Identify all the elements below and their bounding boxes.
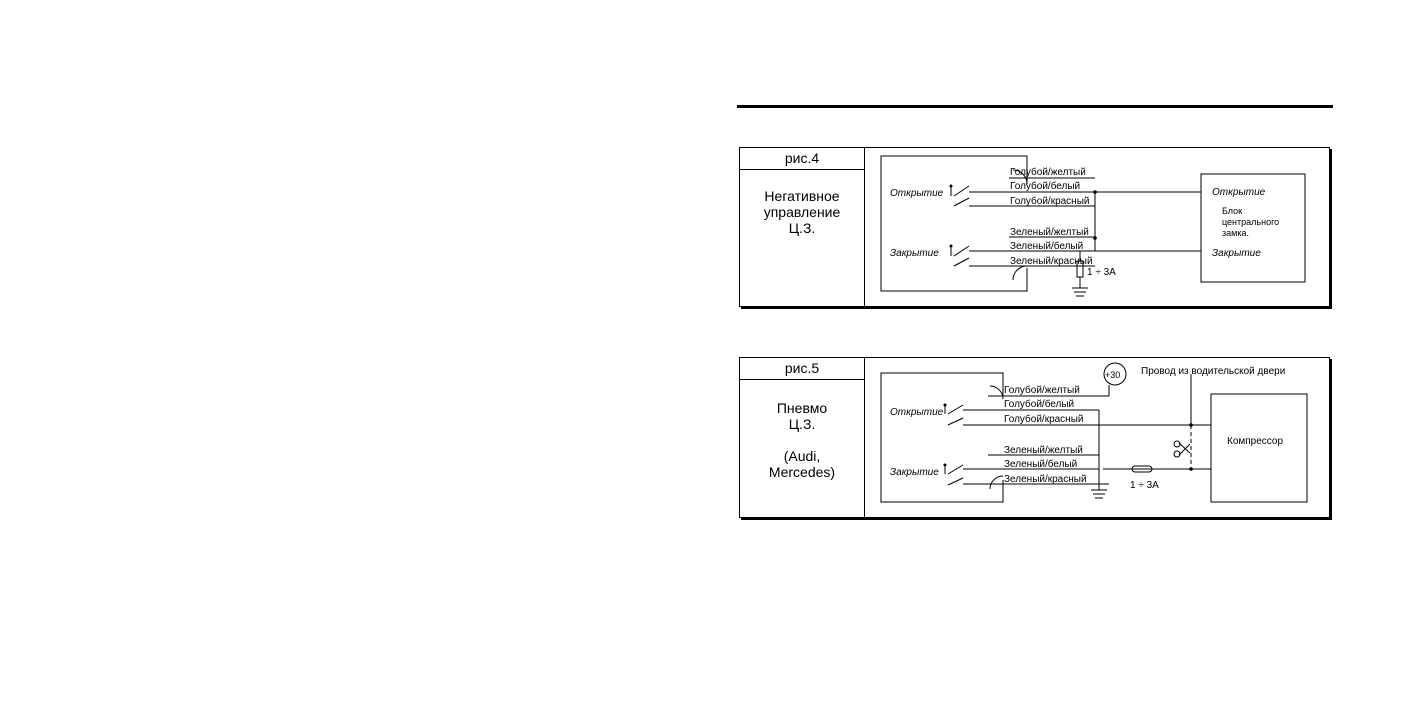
fig4-unit-name-1: Блок [1222,206,1242,216]
figure-5-caption: рис.5 Пневмо Ц.З. (Audi, Mercedes) [740,358,865,517]
fig5-wire-green-red: Зеленый/красный [1004,474,1087,485]
fig4-wire-blue-yellow: Голубой/желтый [1010,166,1086,178]
figure-4-caption: рис.4 Негативное управление Ц.З. [740,148,865,306]
fig4-closing-label: Закрытие [890,248,939,259]
fig5-wire-blue-white: Голубой/белый [1004,398,1074,410]
figure-4-panel: рис.4 Негативное управление Ц.З. [739,147,1330,307]
fig4-wire-blue-red: Голубой/красный [1010,195,1089,207]
figure-5-panel: рис.5 Пневмо Ц.З. (Audi, Mercedes) [739,357,1330,518]
fig4-wire-green-red: Зеленый/красный [1010,256,1093,267]
fig4-wire-green-yellow: Зеленый/желтый [1010,227,1089,238]
fig5-wire-blue-yellow: Голубой/желтый [1004,384,1080,396]
fig5-wire-green-white: Зеленый/белый [1004,458,1077,470]
fig4-unit-name-2: центрального [1222,217,1279,227]
fig4-opening-label: Открытие [890,188,944,199]
fig5-wire-green-yellow: Зеленый/желтый [1004,445,1083,456]
fig5-fuse-label: 1 ÷ 3A [1130,480,1159,491]
top-rule [737,105,1333,108]
fig5-wire-blue-red: Голубой/красный [1004,413,1083,425]
figure-4-wiring-diagram: Голубой/желтый Голубой/белый Голубой/кра… [880,155,1306,297]
figure-5-description: Пневмо Ц.З. (Audi, Mercedes) [768,400,836,480]
fig5-supply-label: +30 [1105,370,1120,380]
fig4-wire-green-white: Зеленый/белый [1010,240,1083,252]
fig4-wire-blue-white: Голубой/белый [1010,180,1080,192]
fig5-opening-label: Открытие [890,407,944,418]
fig4-fuse-label: 1 ÷ 3A [1087,267,1116,278]
figure-4-description: Негативное управление Ц.З. [763,188,841,236]
figure-5-wiring-diagram: Голубой/желтый Голубой/белый Голубой/кра… [880,362,1308,503]
fig5-compressor-label: Компрессор [1227,436,1283,447]
fig4-unit-name-3: замка. [1222,228,1249,238]
figure-4-label: рис.4 [740,148,864,170]
fig4-unit-closing: Закрытие [1212,248,1261,259]
fig4-unit-opening: Открытие [1212,187,1266,198]
figure-5-label: рис.5 [740,358,864,380]
fig5-closing-label: Закрытие [890,467,939,478]
fig5-door-wire-label: Провод из водительской двери [1141,366,1285,377]
